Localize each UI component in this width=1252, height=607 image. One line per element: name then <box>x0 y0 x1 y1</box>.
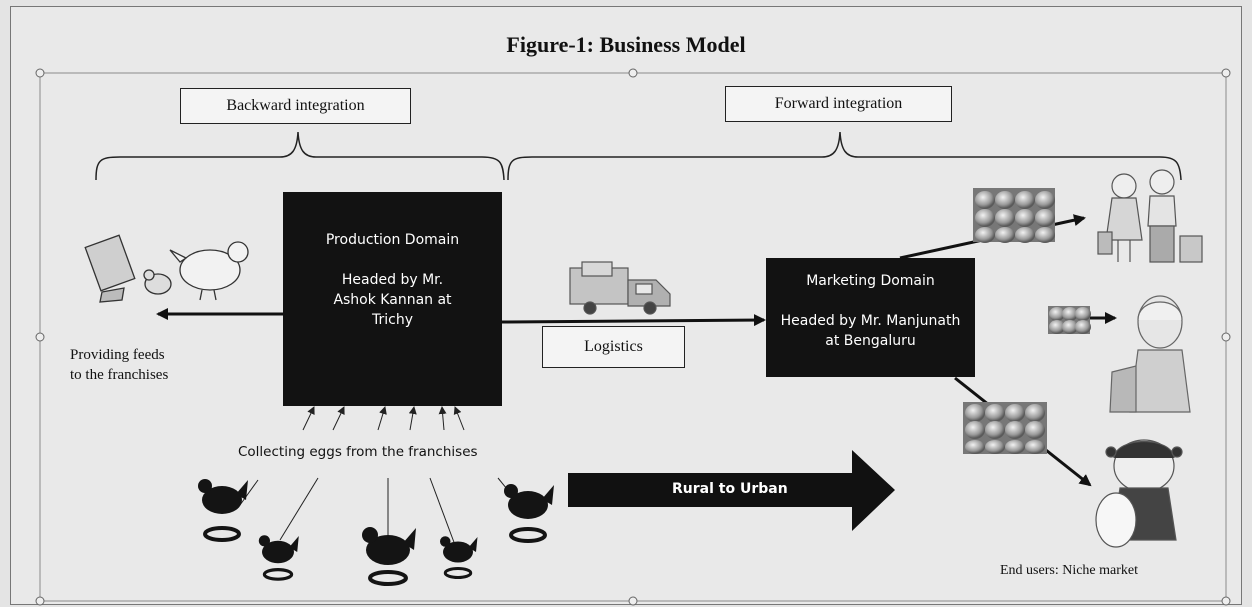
feeds-text-line1: Providing feeds <box>70 347 165 363</box>
egg-tray-icon <box>1048 306 1091 334</box>
rural-urban-text: Rural to Urban <box>672 481 788 497</box>
figure-title: Figure-1: Business Model <box>506 32 746 57</box>
collect-arrows <box>302 406 465 431</box>
truck-icon <box>569 261 671 315</box>
hen-icon <box>440 536 478 579</box>
collecting-eggs-text: Collecting eggs from the franchises <box>238 444 478 460</box>
egg-tray-icon <box>963 402 1047 454</box>
production-head-line3: Trichy <box>372 312 413 328</box>
feeds-text-line2: to the franchises <box>70 367 169 383</box>
feeds-text: Providing feeds to the franchises <box>70 345 168 385</box>
hen-icon <box>504 484 554 543</box>
frame-handles <box>35 68 1231 606</box>
marketing-head-line2: at Bengaluru <box>825 333 916 349</box>
marketing-domain-title: Marketing Domain <box>806 273 935 289</box>
hen-icon <box>258 535 299 581</box>
marketing-domain-box: Marketing Domain Headed by Mr. Manjunath… <box>766 258 975 377</box>
marketing-head-line1: Headed by Mr. Manjunath <box>780 313 961 329</box>
end-users-text: End users: Niche market <box>1000 563 1139 578</box>
hen-icons <box>198 479 554 586</box>
feed-hen-illustration <box>84 234 249 303</box>
rural-urban-arrow <box>568 450 895 531</box>
logistics-label: Logistics <box>542 326 685 368</box>
backward-integration-label: Backward integration <box>180 88 411 124</box>
forward-brace <box>507 131 1182 181</box>
production-domain-box: Production Domain Headed by Mr. Ashok Ka… <box>283 192 502 406</box>
child-egg-illustration <box>1095 439 1183 548</box>
production-domain-title: Production Domain <box>325 232 460 248</box>
hen-icon <box>198 479 248 542</box>
hen-icon <box>362 527 416 586</box>
logistics-arrow <box>501 314 766 327</box>
couple-shoppers-illustration <box>1097 169 1203 263</box>
egg-tray-icon <box>973 188 1055 243</box>
production-head-line2: Ashok Kannan at <box>333 292 452 308</box>
forward-integration-label: Forward integration <box>725 86 952 122</box>
woman-shopper-illustration <box>1109 295 1191 413</box>
hen-lines <box>239 477 521 546</box>
production-head-line1: Headed by Mr. <box>341 272 444 288</box>
backward-brace <box>95 131 505 181</box>
